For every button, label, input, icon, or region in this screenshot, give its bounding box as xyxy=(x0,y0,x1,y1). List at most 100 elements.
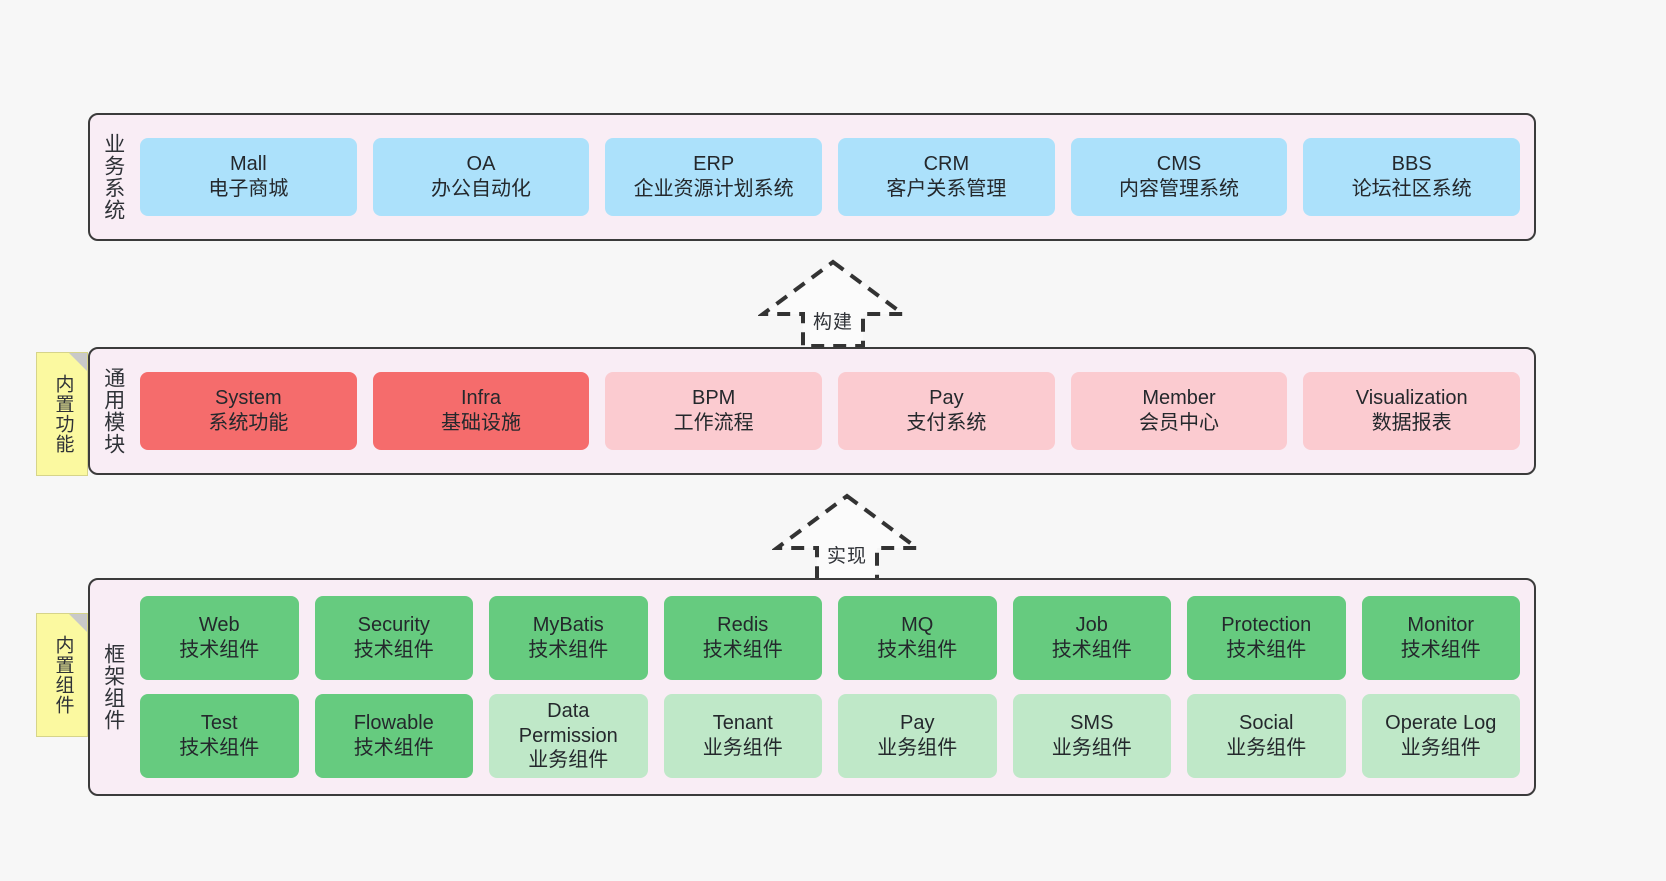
card-flowable-sub: 技术组件 xyxy=(353,737,434,759)
card-pay-component[interactable]: Pay 业务组件 xyxy=(838,694,997,778)
card-visualization-sub: 数据报表 xyxy=(1371,412,1452,434)
card-visualization-name: Visualization xyxy=(1355,387,1468,410)
card-web-sub: 技术组件 xyxy=(179,639,260,661)
card-operate-log[interactable]: Operate Log 业务组件 xyxy=(1361,694,1520,778)
card-erp[interactable]: ERP 企业资源计划系统 xyxy=(605,138,823,216)
card-pay-module[interactable]: Pay 支付系统 xyxy=(838,372,1055,450)
card-bbs[interactable]: BBS 论坛社区系统 xyxy=(1303,138,1521,216)
card-member-sub: 会员中心 xyxy=(1139,412,1220,434)
card-job-name: Job xyxy=(1075,614,1108,637)
framework-card-row-technical: Web 技术组件 Security 技术组件 MyBatis 技术组件 Redi… xyxy=(140,596,1520,680)
card-mybatis[interactable]: MyBatis 技术组件 xyxy=(489,596,648,680)
card-protection[interactable]: Protection 技术组件 xyxy=(1187,596,1346,680)
card-data-permission-name: Data Permission xyxy=(518,699,618,747)
card-monitor-sub: 技术组件 xyxy=(1400,639,1481,661)
card-protection-name: Protection xyxy=(1221,614,1312,637)
arrow-implement-shape xyxy=(772,493,922,582)
card-mybatis-name: MyBatis xyxy=(532,614,604,637)
card-security-sub: 技术组件 xyxy=(353,639,434,661)
card-sms[interactable]: SMS 业务组件 xyxy=(1012,694,1171,778)
card-member-name: Member xyxy=(1142,387,1216,410)
card-data-permission[interactable]: Data Permission 业务组件 xyxy=(489,694,648,778)
card-system[interactable]: System 系统功能 xyxy=(140,372,357,450)
card-test-name: Test xyxy=(200,712,238,735)
card-erp-sub: 企业资源计划系统 xyxy=(633,178,794,200)
card-test-sub: 技术组件 xyxy=(179,737,260,759)
card-operate-log-sub: 业务组件 xyxy=(1400,737,1481,759)
card-redis-sub: 技术组件 xyxy=(702,639,783,661)
card-mall[interactable]: Mall 电子商城 xyxy=(140,138,357,216)
modules-card-row: System 系统功能 Infra 基础设施 BPM 工作流程 Pay 支付系统… xyxy=(140,372,1521,450)
card-test[interactable]: Test 技术组件 xyxy=(140,694,299,778)
layer-framework-components-title: 框架组件 xyxy=(101,643,125,731)
card-sms-name: SMS xyxy=(1070,712,1114,735)
arrow-build-shape xyxy=(758,259,908,348)
card-pay-module-sub: 支付系统 xyxy=(906,412,987,434)
card-oa-name: OA xyxy=(466,153,496,176)
business-card-row: Mall 电子商城 OA 办公自动化 ERP 企业资源计划系统 CRM 客户关系… xyxy=(140,138,1521,216)
card-mall-sub: 电子商城 xyxy=(208,178,289,200)
card-pay-component-sub: 业务组件 xyxy=(877,737,958,759)
card-crm-sub: 客户关系管理 xyxy=(886,178,1007,200)
card-tenant[interactable]: Tenant 业务组件 xyxy=(663,694,822,778)
card-data-permission-sub: 业务组件 xyxy=(528,749,609,772)
layer-business-system: 业务系统 Mall 电子商城 OA 办公自动化 ERP 企业资源计划系统 CRM… xyxy=(88,113,1536,241)
card-member[interactable]: Member 会员中心 xyxy=(1070,372,1288,450)
card-social-sub: 业务组件 xyxy=(1226,737,1307,759)
card-job-sub: 技术组件 xyxy=(1051,639,1132,661)
card-oa-sub: 办公自动化 xyxy=(431,178,531,200)
layer-business-system-body: Mall 电子商城 OA 办公自动化 ERP 企业资源计划系统 CRM 客户关系… xyxy=(136,115,1534,239)
card-sms-sub: 业务组件 xyxy=(1051,737,1132,759)
card-infra[interactable]: Infra 基础设施 xyxy=(372,372,590,450)
card-system-name: System xyxy=(214,387,282,410)
card-pay-component-name: Pay xyxy=(900,712,935,735)
card-protection-sub: 技术组件 xyxy=(1226,639,1307,661)
card-bbs-sub: 论坛社区系统 xyxy=(1351,178,1472,200)
note-builtin-components: 内置组件 xyxy=(36,613,88,737)
card-bpm[interactable]: BPM 工作流程 xyxy=(605,372,823,450)
card-cms[interactable]: CMS 内容管理系统 xyxy=(1070,138,1288,216)
card-oa[interactable]: OA 办公自动化 xyxy=(372,138,590,216)
framework-card-row-business: Test 技术组件 Flowable 技术组件 Data Permission … xyxy=(140,694,1520,778)
card-mq-name: MQ xyxy=(901,614,934,637)
card-flowable[interactable]: Flowable 技术组件 xyxy=(314,694,473,778)
note-builtin-functions: 内置功能 xyxy=(36,352,88,476)
card-bpm-name: BPM xyxy=(692,387,736,410)
card-job[interactable]: Job 技术组件 xyxy=(1012,596,1171,680)
card-cms-name: CMS xyxy=(1156,153,1202,176)
card-bpm-sub: 工作流程 xyxy=(673,412,754,434)
layer-framework-components: 框架组件 Web 技术组件 Security 技术组件 MyBatis 技术组件… xyxy=(88,578,1536,796)
card-erp-name: ERP xyxy=(693,153,735,176)
card-tenant-name: Tenant xyxy=(712,712,773,735)
card-pay-module-name: Pay xyxy=(929,387,964,410)
card-redis-name: Redis xyxy=(717,614,769,637)
layer-business-system-title: 业务系统 xyxy=(101,133,125,221)
card-monitor[interactable]: Monitor 技术组件 xyxy=(1361,596,1520,680)
card-mq[interactable]: MQ 技术组件 xyxy=(838,596,997,680)
card-redis[interactable]: Redis 技术组件 xyxy=(663,596,822,680)
card-social-name: Social xyxy=(1239,712,1294,735)
card-web-name: Web xyxy=(198,614,240,637)
card-infra-name: Infra xyxy=(460,387,502,410)
card-social[interactable]: Social 业务组件 xyxy=(1187,694,1346,778)
layer-framework-components-body: Web 技术组件 Security 技术组件 MyBatis 技术组件 Redi… xyxy=(136,580,1534,794)
card-monitor-name: Monitor xyxy=(1407,614,1475,637)
card-mall-name: Mall xyxy=(230,153,267,176)
layer-common-modules-body: System 系统功能 Infra 基础设施 BPM 工作流程 Pay 支付系统… xyxy=(136,349,1534,473)
card-crm-name: CRM xyxy=(923,153,970,176)
card-system-sub: 系统功能 xyxy=(208,412,289,434)
layer-common-modules: 通用模块 System 系统功能 Infra 基础设施 BPM 工作流程 Pay… xyxy=(88,347,1536,475)
card-security-name: Security xyxy=(357,614,430,637)
arrow-build: 构建 xyxy=(758,258,908,348)
card-flowable-name: Flowable xyxy=(353,712,434,735)
card-visualization[interactable]: Visualization 数据报表 xyxy=(1303,372,1521,450)
card-bbs-name: BBS xyxy=(1391,153,1432,176)
arrow-implement-label: 实现 xyxy=(826,546,867,567)
card-mq-sub: 技术组件 xyxy=(877,639,958,661)
card-cms-sub: 内容管理系统 xyxy=(1119,178,1240,200)
card-web[interactable]: Web 技术组件 xyxy=(140,596,299,680)
card-operate-log-name: Operate Log xyxy=(1385,712,1497,735)
card-security[interactable]: Security 技术组件 xyxy=(314,596,473,680)
card-crm[interactable]: CRM 客户关系管理 xyxy=(838,138,1055,216)
